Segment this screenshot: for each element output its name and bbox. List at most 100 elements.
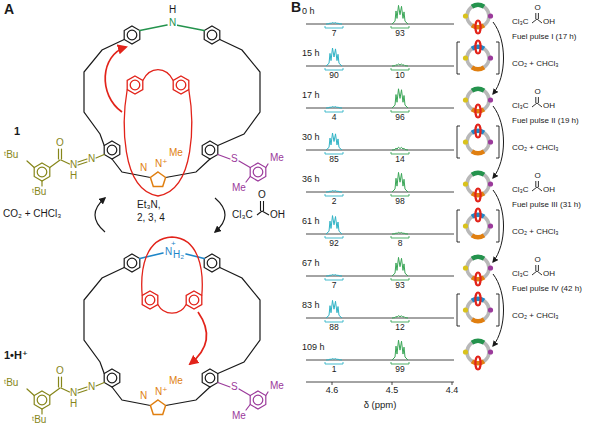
amine-station <box>472 47 484 49</box>
integration-value: 98 <box>395 197 404 206</box>
byproduct-label: CO₂ + CHCl₃ <box>512 228 559 236</box>
amine-station <box>472 257 484 259</box>
axis-tick-label: 4.6 <box>326 386 339 395</box>
integration-bracket <box>325 320 343 322</box>
byproduct-label: CO₂ + CHCl₃ <box>512 60 559 68</box>
time-label: 83 h <box>302 301 320 310</box>
sulfide-dot <box>488 139 493 144</box>
hydrazone-dot <box>463 55 468 60</box>
hydrazone-dot <box>463 349 468 354</box>
hydrazone-dot <box>463 139 468 144</box>
atom-label: ᵗBu <box>32 187 46 197</box>
axis-tick-label: 4.5 <box>386 386 399 395</box>
nmr-peak <box>392 147 408 150</box>
macrocycle-ring <box>467 47 489 69</box>
nmr-peak <box>326 275 342 277</box>
rotaxane-skeleton <box>27 26 268 187</box>
sulfide-dot <box>488 307 493 312</box>
triazolium-station <box>472 277 484 279</box>
panel-letter: B <box>291 0 301 14</box>
atom-label: H <box>70 399 77 409</box>
fuel-pulse-label: Fuel pulse IV (42 h) <box>512 285 582 293</box>
triazolium-station <box>472 109 484 111</box>
axis-tick-label: 4.4 <box>446 386 459 395</box>
nmr-peak <box>392 232 408 234</box>
integration-bracket <box>325 362 343 364</box>
crown-ring <box>475 357 480 370</box>
time-label: 17 h <box>302 91 320 100</box>
triazolium-station <box>472 67 484 69</box>
integration-value: 12 <box>395 323 404 332</box>
atom-label: Me <box>270 381 284 391</box>
atom-label: N <box>164 247 173 257</box>
atom-label: OH <box>270 210 285 220</box>
crown-ring <box>475 41 480 54</box>
triazolium-station <box>472 25 484 27</box>
time-label: 61 h <box>302 217 320 226</box>
triazolium-station <box>472 235 484 237</box>
fuel-pulse-label: Fuel pulse II (19 h) <box>512 117 579 125</box>
atom-label: ᵗBu <box>4 378 18 388</box>
integration-value: 7 <box>332 281 337 290</box>
time-label: 109 h <box>302 343 325 352</box>
pulse-arrow <box>493 274 504 346</box>
axis-tick <box>332 382 333 385</box>
atom-label: H <box>70 171 77 181</box>
amine-station <box>472 173 484 175</box>
integration-bracket <box>325 68 343 70</box>
spectrum-baseline <box>306 192 454 193</box>
hydrazone-dot <box>463 13 468 18</box>
integration-bracket <box>391 26 409 28</box>
nmr-peak <box>392 5 408 24</box>
crown-ring <box>475 273 480 286</box>
fuel-pulse-label: Fuel pulse III (31 h) <box>512 201 581 209</box>
integration-bracket <box>325 278 343 280</box>
pulse-arrow <box>493 190 504 262</box>
hydrazone-dot <box>463 223 468 228</box>
crown-ring <box>475 293 480 306</box>
atom-label: Me <box>169 148 183 158</box>
axis-tick <box>392 382 393 385</box>
rotaxane-skeleton <box>27 254 268 415</box>
acid-structure-bonds <box>532 97 542 107</box>
integration-bracket <box>391 236 409 238</box>
crown-ring <box>475 209 480 222</box>
spectrum-baseline <box>306 24 454 25</box>
sulfide-dot <box>488 13 493 18</box>
atom-label: N <box>88 154 95 164</box>
integration-value: 8 <box>398 239 403 248</box>
shuttling-arrow <box>105 47 206 364</box>
macrocycle-ring <box>467 89 489 111</box>
integration-value: 2 <box>332 197 337 206</box>
integration-value: 99 <box>395 365 404 374</box>
time-label: 15 h <box>302 49 320 58</box>
nmr-peak <box>392 172 408 192</box>
atom-label: OH <box>543 18 555 26</box>
atom-label: O <box>258 190 266 200</box>
atom-label: N <box>70 160 77 170</box>
sulfide-dot <box>488 55 493 60</box>
nmr-peak <box>326 359 342 361</box>
integration-value: 96 <box>395 113 404 122</box>
macrocycle-ring <box>467 5 489 27</box>
sulfide-dot <box>488 97 493 102</box>
atom-label: OH <box>543 270 555 278</box>
reaction-arrow <box>215 198 225 232</box>
time-label: 67 h <box>302 259 320 268</box>
transient-bracket <box>457 126 499 158</box>
macrocycle-ring <box>467 257 489 279</box>
acid-structure-bonds <box>532 13 542 23</box>
nmr-peak <box>392 64 408 66</box>
byproduct-label: CO₂ + CHCl₃ <box>512 312 559 320</box>
amine-station <box>472 299 484 301</box>
macrocycle-ring <box>467 173 489 195</box>
nmr-peak <box>326 133 342 150</box>
hydrazone-dot <box>463 265 468 270</box>
integration-value: 4 <box>332 113 337 122</box>
crown-ring <box>475 105 480 118</box>
integration-bracket <box>391 68 409 70</box>
integration-bracket <box>391 278 409 280</box>
atom-label: N⁺ <box>155 159 168 169</box>
nmr-peak <box>326 48 342 66</box>
